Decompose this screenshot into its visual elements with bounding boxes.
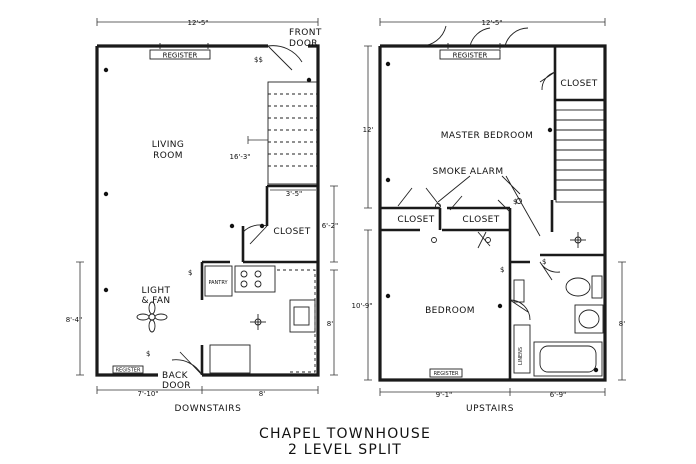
dim-living-height: 16'-3" [229,153,250,161]
title-line-2: 2 LEVEL SPLIT [288,442,402,458]
register-bottom-vent [112,365,144,374]
outlet-icon [547,127,553,133]
dim-line-living [247,136,268,144]
up-dim-line-right [618,261,626,381]
back-door-label-1: BACK [162,371,189,381]
switch-icon: $ [500,266,504,274]
front-door-label-2: DOOR [289,39,318,49]
dim-line-left [76,261,84,376]
outlet-icon [306,77,312,83]
dim-bottom-left: 7'-10" [137,390,158,398]
bedroom-label: BEDROOM [425,306,475,316]
dim-bath-height: 8' [619,320,625,328]
master-closet-door-swing [539,71,556,91]
up-dim-bottom-left: 9'-1" [436,391,453,399]
up-dim-bottom-right: 6'-9" [550,391,567,399]
upstairs-window-swings [419,25,529,47]
up-register-bottom-vent [429,368,463,378]
up-register-top-vent [439,49,501,60]
kitchen-light-icon [250,314,266,330]
outlet-icon [103,67,109,73]
linens-label: LINENS [518,347,524,365]
title-line-1: CHAPEL TOWNHOUSE [259,426,431,442]
switch-icon: $$ [254,56,263,64]
outlet-icon [103,287,109,293]
switch-icon: $ [146,350,150,358]
dim-right-height: 8' [327,320,333,328]
downstairs-interior-walls [200,184,318,375]
up-register-bottom-label: REGISTER [434,371,459,377]
smoke-alarm-pointers [437,175,541,237]
switch-icon: $ [513,198,517,206]
downstairs-caption: DOWNSTAIRS [175,404,242,414]
upstairs-interior-walls [380,46,605,380]
outlet-icon [497,303,503,309]
bath-fixtures [513,275,604,377]
closet-right-label: CLOSET [462,215,499,225]
switch-icon: $ [188,269,192,277]
outlet-icon [593,367,599,373]
downstairs-outer-wall [95,44,320,377]
closet-top-label: CLOSET [560,79,597,89]
light-fan-label-1: LIGHT [142,286,171,296]
up-dim-line-bottom [379,388,606,396]
outlet-icon [229,223,235,229]
closet-left-label: CLOSET [397,215,434,225]
back-door-label-2: DOOR [162,381,191,391]
outlet-icon [259,223,265,229]
dim-line-right [330,185,338,376]
smoke-alarm-label: SMOKE ALARM [433,167,504,177]
dim-closet-height: 6'-2" [322,222,339,230]
upstairs-plan: REGISTER REGISTER $ $ $ 12'-5" 12' 10'-9… [351,18,626,414]
closet-label: CLOSET [273,227,310,237]
downstairs-plan: REGISTER REGISTER $$ $ $ 12'-5" 8'-4" 6'… [66,18,339,414]
downstairs-stairs [267,81,318,185]
register-bottom-label: REGISTER [116,368,141,374]
front-door-swing [267,45,303,71]
dim-bottom-right: 8' [259,390,265,398]
upstairs-caption: UPSTAIRS [466,404,514,414]
dim-line-top [96,18,319,26]
up-register-top-label: REGISTER [453,52,488,60]
dim-master-height: 12' [363,126,374,134]
bath-door-swing [539,261,561,281]
back-door-swing [171,351,203,376]
upstairs-stairs [555,109,605,203]
master-bedroom-label: MASTER BEDROOM [441,131,534,141]
pantry-label: PANTRY [208,280,228,286]
living-room-label-2: ROOM [153,151,183,161]
up-dim-width-top: 12'-5" [481,19,502,27]
bedroom-door-swing [509,299,531,321]
outlet-icon [103,191,109,197]
dim-width-top: 12'-5" [187,19,208,27]
up-dim-line-left [364,45,372,381]
dim-closet-width: 3'-5" [286,190,303,198]
closet-door-swings [397,187,511,249]
closet-door-swing [242,224,268,245]
register-top-label: REGISTER [163,52,198,60]
ceiling-fan-icon [136,301,168,333]
register-top-vent [149,49,211,60]
upstairs-outer-wall [378,44,607,382]
dim-line-bottom [96,386,319,394]
kitchen-counters [204,265,316,374]
living-room-label-1: LIVING [152,140,185,150]
dim-bedroom-height: 10'-9" [351,302,372,310]
up-dim-line-top [379,18,606,26]
dim-left-height: 8'-4" [66,316,83,324]
upstairs-light-icons [431,198,586,248]
outlet-icon [385,177,391,183]
front-door-label-1: FRONT [289,28,322,38]
outlet-icon [385,61,391,67]
light-fan-label-2: & FAN [141,296,170,306]
outlet-icon [385,293,391,299]
switch-icon: $ [542,258,546,266]
